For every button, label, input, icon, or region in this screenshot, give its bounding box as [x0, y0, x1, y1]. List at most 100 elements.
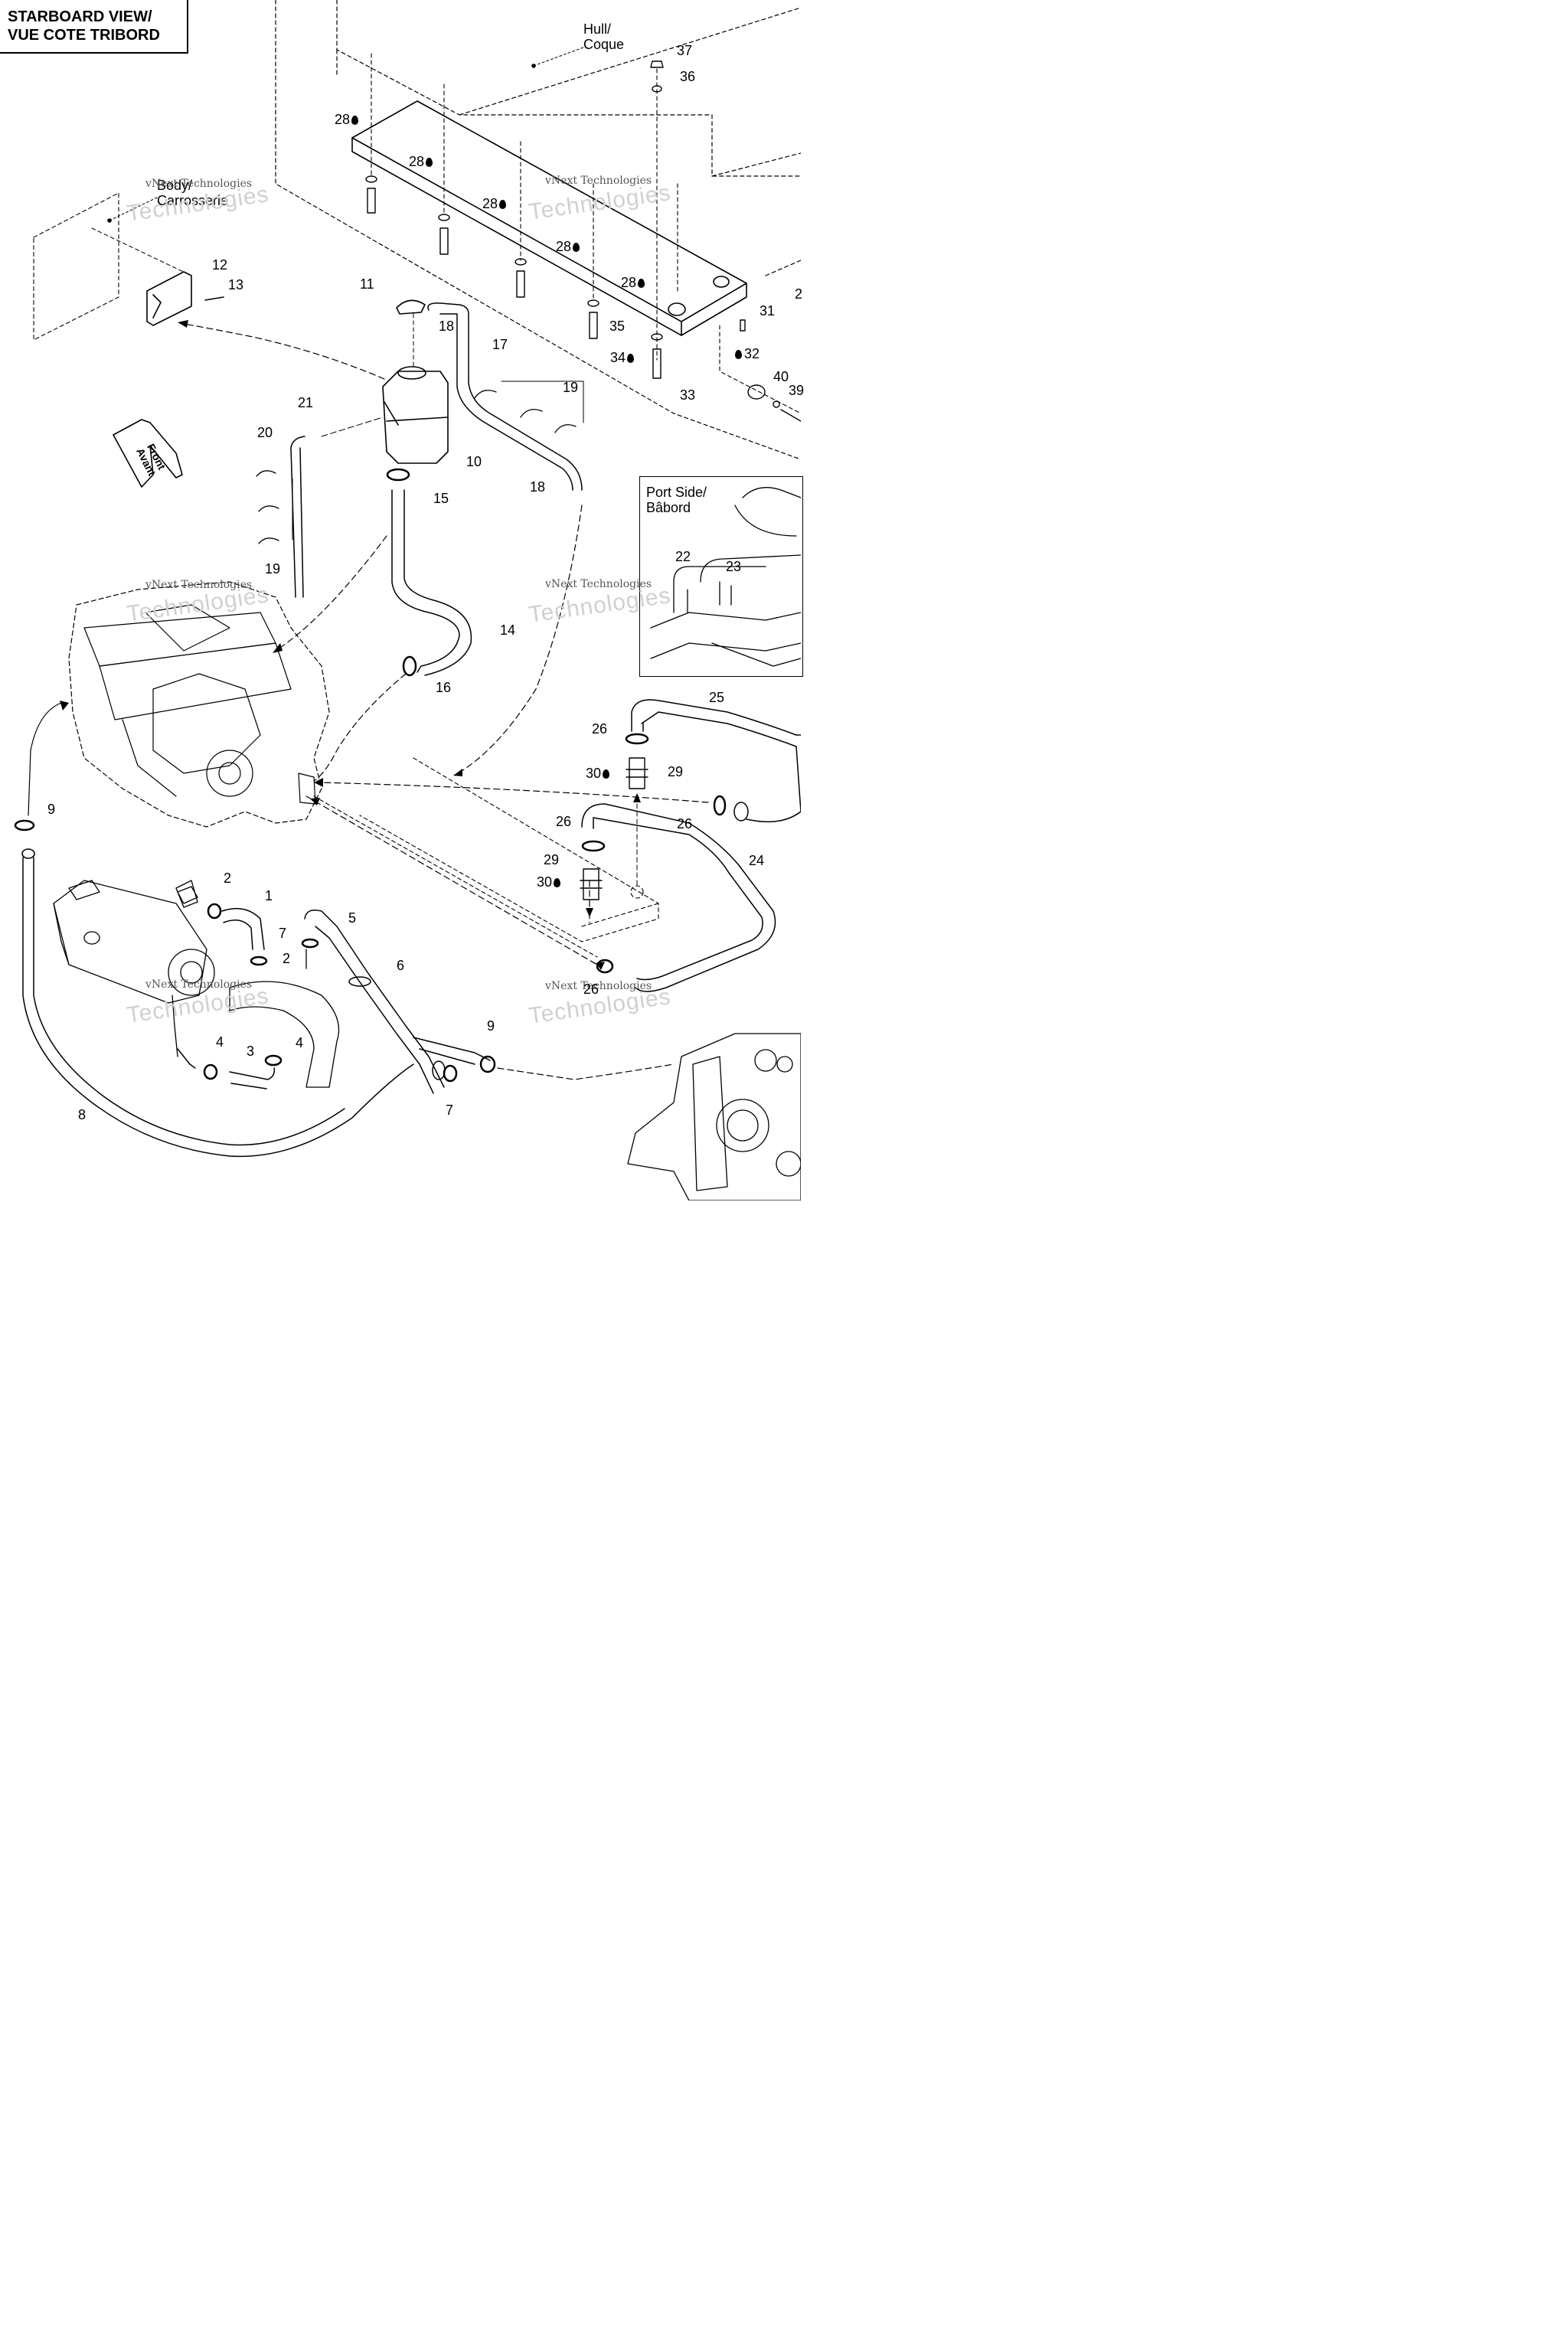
lubricant-drop-icon	[554, 878, 561, 887]
watermark-small: vNext Technologies	[545, 175, 652, 187]
callout-label: 14	[500, 622, 516, 638]
callout-label: 8	[78, 1107, 87, 1122]
callout-label: 28	[556, 239, 580, 254]
callout-label: 24	[749, 853, 765, 868]
lubricant-drop-icon	[426, 158, 433, 167]
hull-note-line1: Hull/	[583, 21, 612, 37]
lubricant-drop-icon	[351, 116, 359, 125]
lubricant-drop-icon	[638, 279, 645, 288]
callout-label: 4	[296, 1035, 304, 1050]
lubricant-drop-icon	[573, 243, 580, 252]
view-title: STARBOARD VIEW/ VUE COTE TRIBORD	[0, 0, 188, 54]
callout-label: 26	[583, 982, 599, 997]
callout-label: 35	[609, 318, 626, 334]
callout-label: 26	[592, 721, 608, 737]
callout-label: 16	[436, 680, 452, 695]
clamp-16	[402, 655, 417, 677]
callout-label: 34	[610, 350, 635, 365]
clamp-15	[386, 468, 410, 482]
callout-label: 21	[298, 395, 314, 410]
callout-label: 28	[621, 275, 645, 290]
callout-label: 22	[675, 549, 691, 564]
callout-label: 13	[228, 277, 244, 292]
engine-block	[68, 581, 330, 828]
hose-5	[304, 910, 445, 1094]
bracket	[146, 271, 224, 326]
callout-label: 32	[735, 346, 760, 361]
hull-note-line2: Coque	[583, 37, 625, 52]
port-note-line2: Bâbord	[646, 500, 691, 515]
flow-arrows	[179, 322, 709, 965]
callout-label: 31	[760, 303, 776, 318]
callout-label: 17	[492, 337, 508, 352]
callout-label: 6	[397, 958, 405, 973]
hose-17	[427, 302, 583, 491]
lubricant-drop-icon	[735, 350, 742, 359]
parts-diagram	[14, 0, 801, 1200]
callout-label: 7	[446, 1102, 454, 1118]
lubricant-drop-icon	[499, 200, 507, 209]
callout-label: 2	[224, 871, 232, 886]
reservoir-tank	[382, 366, 449, 464]
hose-8	[22, 857, 414, 1158]
callout-label: 1	[265, 888, 273, 903]
clips-19	[256, 381, 584, 544]
callout-label: 3	[247, 1044, 255, 1059]
pump-mount-outline	[313, 757, 659, 958]
hose-25	[631, 699, 797, 747]
heat-exchanger	[53, 880, 215, 1057]
callout-label: 37	[677, 43, 693, 58]
arrowheads	[60, 320, 641, 970]
hose-14	[391, 489, 460, 673]
watermark-small: vNext Technologies	[545, 578, 652, 590]
callout-label: 28	[482, 196, 507, 211]
callout-label: 9	[487, 1018, 495, 1034]
callout-label: 12	[212, 257, 228, 273]
tank-cap	[396, 299, 426, 315]
hose-24	[581, 803, 776, 992]
callout-label: 10	[466, 454, 482, 469]
front-arrow	[113, 419, 183, 488]
body-note-line1: Body/	[157, 178, 193, 193]
hose-1	[221, 907, 265, 950]
callout-label: 40	[773, 369, 789, 384]
callout-label: 18	[530, 479, 546, 495]
lubricant-drop-icon	[603, 769, 610, 779]
callout-label: 26	[556, 814, 572, 829]
watermark-small: vNext Technologies	[145, 579, 253, 591]
callout-label: 11	[360, 276, 374, 292]
callout-label: 23	[726, 559, 742, 574]
callout-label: 15	[433, 491, 449, 506]
callout-label: 28	[409, 154, 433, 169]
port-side-inset	[639, 476, 803, 677]
callout-label: 28	[335, 112, 359, 127]
callout-label: 39	[789, 383, 805, 398]
callout-label: 9	[47, 802, 56, 817]
callout-label: 30	[537, 874, 561, 890]
hose-3	[229, 1067, 276, 1089]
port-note-line1: Port Side/	[646, 485, 707, 500]
bolt-guides	[371, 53, 801, 414]
lubricant-drop-icon	[627, 354, 635, 363]
view-title-line1: STARBOARD VIEW/	[8, 8, 152, 25]
callout-label: 29	[544, 852, 560, 867]
mounting-rail	[351, 100, 747, 336]
callout-label: 20	[257, 425, 273, 440]
hull-outline	[275, 0, 801, 460]
clamp-26-right	[713, 795, 727, 816]
callout-label: 30	[586, 766, 610, 781]
watermark-small: vNext Technologies	[545, 980, 652, 992]
callout-label: 19	[265, 561, 281, 577]
clamp-9-left	[14, 819, 35, 831]
callout-label: 29	[668, 764, 684, 779]
jet-pump	[627, 1033, 801, 1200]
tie-6	[348, 976, 371, 987]
callout-label: 2	[795, 286, 803, 302]
watermark-small: vNext Technologies	[145, 978, 253, 991]
body-panel	[33, 192, 192, 341]
callout-label: 26	[677, 816, 693, 831]
callout-label: 7	[279, 926, 287, 941]
body-note-line2: Carrosserie	[157, 193, 229, 208]
callout-label: 4	[216, 1034, 224, 1050]
callout-label: 33	[680, 387, 696, 403]
